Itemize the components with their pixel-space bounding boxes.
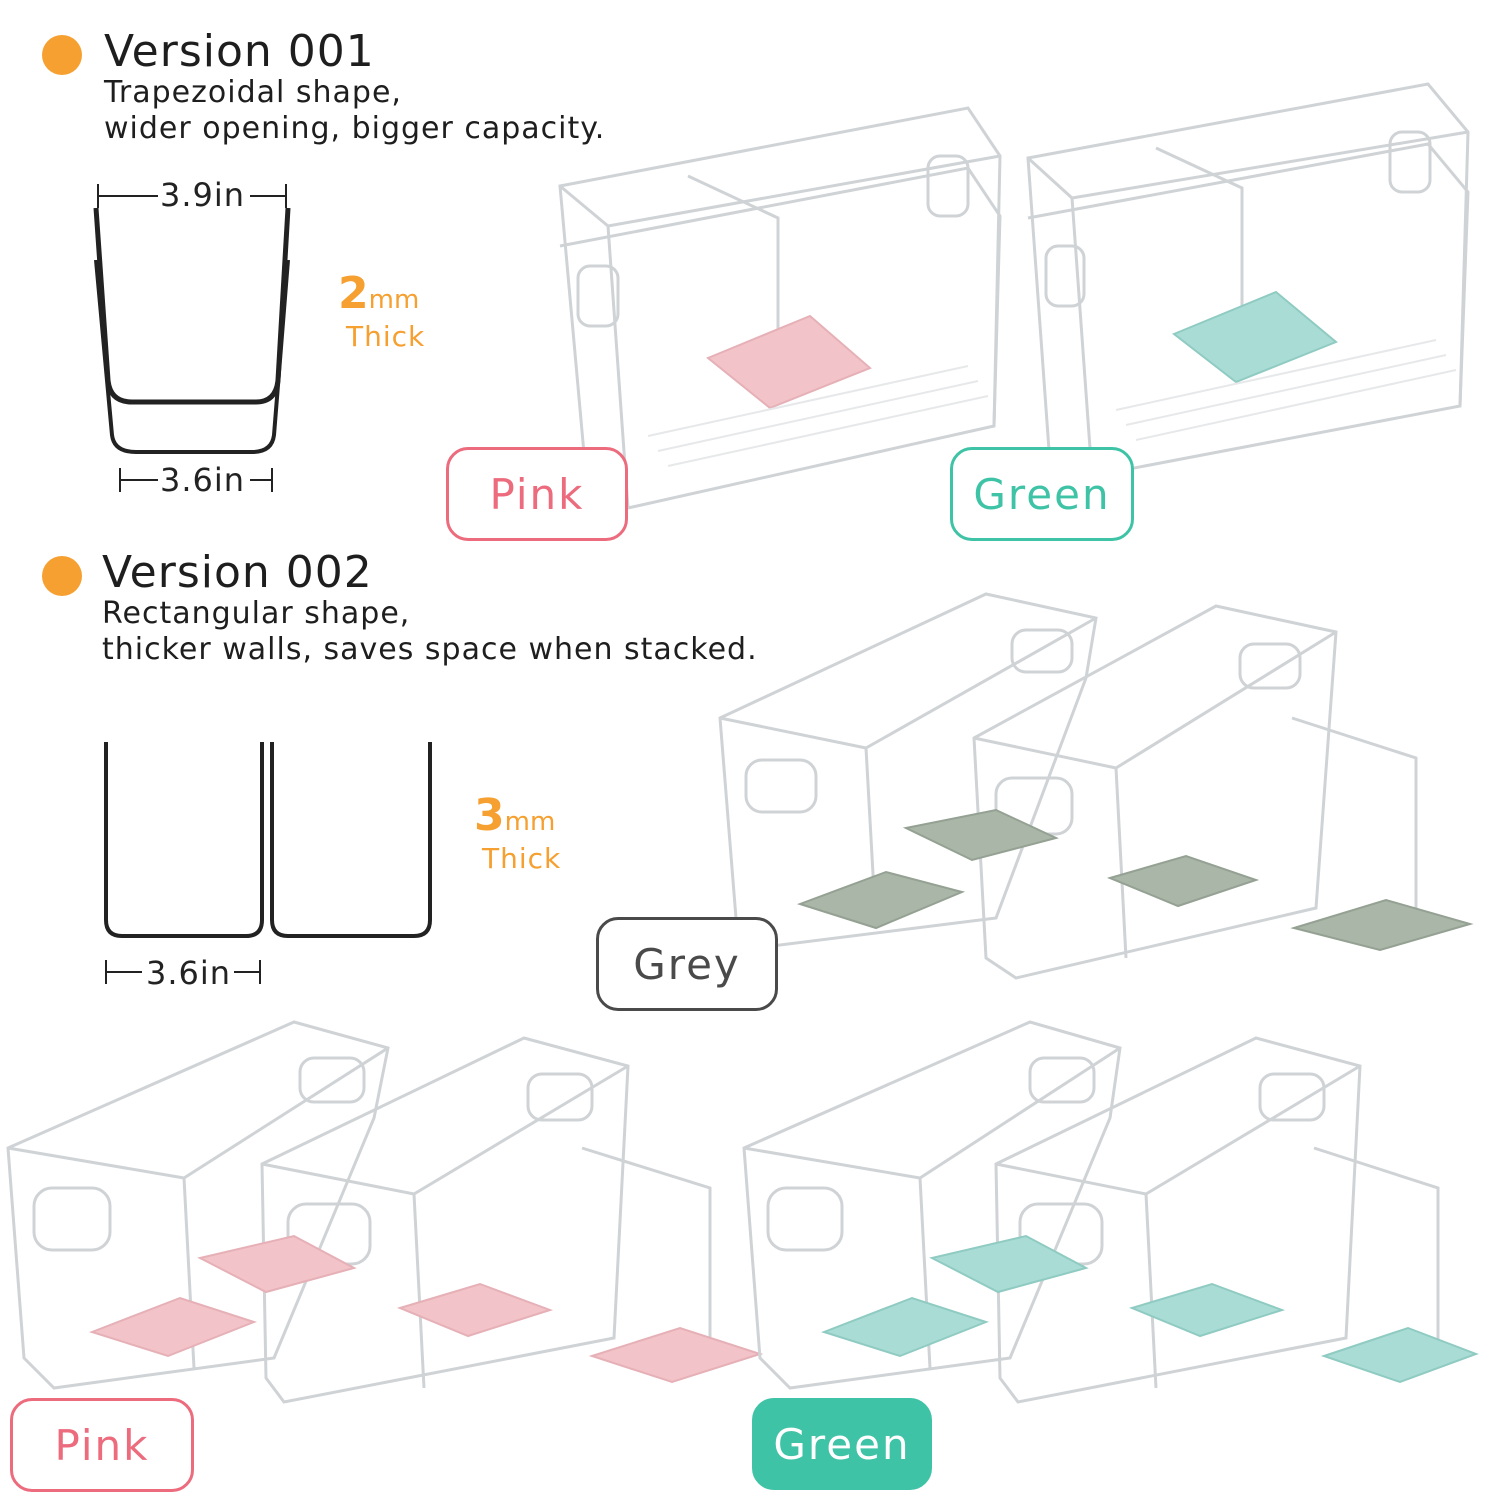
version1-line1: Trapezoidal shape,: [104, 75, 402, 110]
v1-thickness-unit: mm: [368, 285, 420, 315]
v2-thickness: 3mm: [474, 790, 555, 841]
version1-title: Version 001: [104, 26, 375, 77]
v2-thickness-value: 3: [474, 790, 505, 841]
v1-pink-tag[interactable]: Pink: [446, 447, 628, 541]
v1-top-width-label: 3.9in: [160, 176, 246, 214]
v1-thickness: 2mm: [338, 268, 419, 319]
v2-pink-bins-photo: [6, 1020, 764, 1404]
v2-green-bins-photo: [742, 1020, 1479, 1404]
v1-green-tag[interactable]: Green: [950, 447, 1134, 541]
bullet-dot-v2: [42, 556, 82, 596]
v1-green-bin-photo: [1026, 82, 1470, 478]
v1-pink-bin-photo: [558, 106, 1002, 510]
v2-width-label: 3.6in: [146, 954, 232, 992]
rectangular-cross-section-diagram: [104, 742, 432, 984]
v2-thickness-word: Thick: [482, 842, 562, 875]
v2-pink-tag[interactable]: Pink: [10, 1398, 194, 1492]
version2-title: Version 002: [102, 547, 373, 598]
trapezoid-cross-section-diagram: [93, 184, 291, 492]
version2-line1: Rectangular shape,: [102, 596, 411, 631]
v2-grey-tag[interactable]: Grey: [596, 917, 778, 1011]
version2-line2: thicker walls, saves space when stacked.: [102, 632, 758, 667]
bullet-dot-v1: [42, 35, 82, 75]
v1-thickness-word: Thick: [346, 320, 426, 353]
v2-grey-bins-photo: [718, 592, 1474, 980]
version1-line2: wider opening, bigger capacity.: [104, 111, 606, 146]
v2-thickness-unit: mm: [504, 807, 556, 837]
v2-green-tag[interactable]: Green: [752, 1398, 932, 1490]
v1-bottom-width-label: 3.6in: [160, 461, 246, 499]
v1-thickness-value: 2: [338, 268, 369, 319]
